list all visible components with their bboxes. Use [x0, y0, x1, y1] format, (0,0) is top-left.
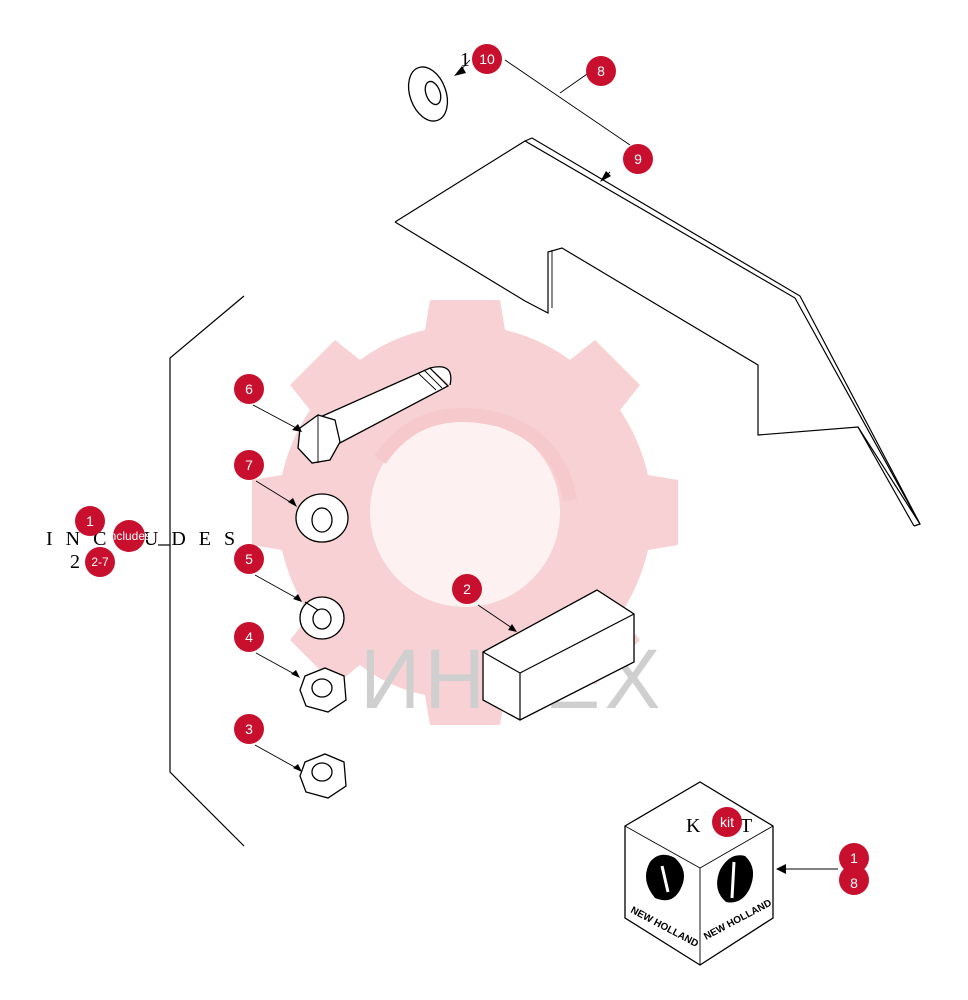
- nut-part-3: [299, 753, 347, 799]
- svg-text:kit: kit: [720, 814, 734, 830]
- callout-5: 5: [234, 544, 264, 574]
- lock-washer-part-5: [299, 596, 345, 640]
- svg-text:8: 8: [597, 63, 605, 79]
- callout-3: 3: [234, 714, 264, 744]
- callout-6: 6: [234, 374, 264, 404]
- leader-lines: [252, 59, 838, 874]
- svg-text:3: 3: [245, 721, 253, 737]
- svg-text:10: 10: [479, 51, 495, 67]
- range-prefix: 2: [70, 551, 84, 573]
- includes-bracket: [158, 295, 245, 847]
- svg-text:2: 2: [463, 581, 471, 597]
- svg-text:7: 7: [245, 457, 253, 473]
- new-holland-leaf-icon-right: [717, 855, 754, 903]
- new-holland-leaf-icon: [646, 854, 684, 901]
- svg-text:includes: includes: [107, 529, 151, 543]
- callout-2-7: 2-7: [85, 547, 115, 577]
- svg-text:4: 4: [245, 629, 253, 645]
- callout-includes: includes: [107, 520, 151, 552]
- top-item-prefix: 1: [460, 49, 474, 71]
- washer-part-10: [407, 66, 449, 122]
- washer-part-7: [295, 493, 349, 543]
- svg-text:5: 5: [245, 551, 253, 567]
- svg-text:1: 1: [86, 513, 94, 529]
- svg-text:8: 8: [850, 875, 858, 891]
- callout-1-right: 1: [839, 843, 869, 873]
- callout-9: 9: [623, 144, 653, 174]
- callout-7: 7: [234, 450, 264, 480]
- callout-1-left: 1: [75, 506, 105, 536]
- callout-4: 4: [234, 622, 264, 652]
- watermark-gear-hole: [370, 417, 560, 607]
- callout-kit: kit: [712, 807, 742, 837]
- callout-8-right: 8: [839, 865, 869, 895]
- callout-10: 10: [472, 44, 502, 74]
- kit-label-left: K: [686, 815, 704, 837]
- svg-text:6: 6: [245, 381, 253, 397]
- bolt-part-6: [297, 366, 452, 464]
- watermark-arc: [374, 408, 577, 502]
- nut-part-4: [299, 667, 347, 713]
- block-part-2: [482, 589, 635, 721]
- callout-2: 2: [452, 574, 482, 604]
- svg-text:9: 9: [634, 151, 642, 167]
- callout-8-top: 8: [586, 56, 616, 86]
- svg-text:1: 1: [850, 850, 858, 866]
- kit-label-right: T: [740, 815, 756, 837]
- plate-part: [394, 137, 921, 527]
- kit-box: NEW HOLLAND NEW HOLLAND K T: [624, 781, 774, 966]
- svg-text:2-7: 2-7: [91, 555, 109, 569]
